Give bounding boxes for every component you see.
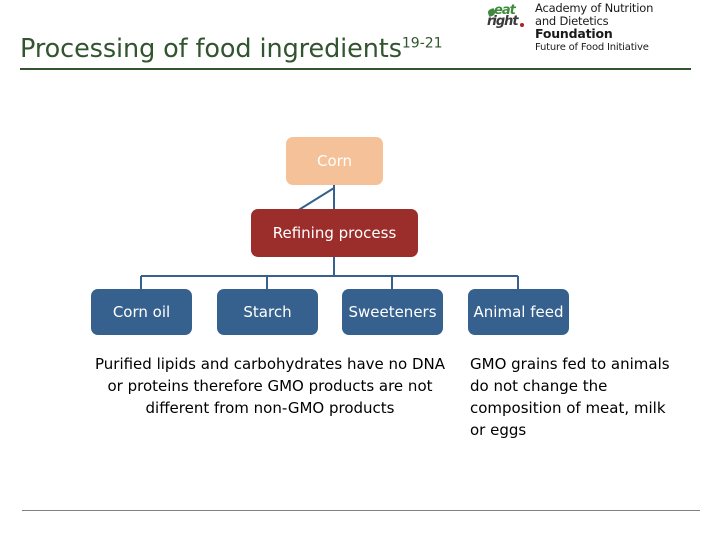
academy-logo-text: Academy of Nutrition and Dietetics Found…	[535, 2, 653, 54]
footer-divider-rule	[22, 510, 700, 511]
slide-header: Processing of food ingredients19-21 eat …	[0, 0, 720, 78]
logo-line-2: and Dietetics	[535, 13, 609, 28]
node-starch[interactable]: Starch	[217, 289, 318, 335]
node-sweeteners-label: Sweeteners	[348, 303, 437, 321]
node-sweeteners[interactable]: Sweeteners	[342, 289, 443, 335]
connector-diagonal-stub	[296, 187, 335, 212]
body-text-left: Purified lipids and carbohydrates have n…	[94, 355, 446, 417]
eat-right-logo-icon: eat right	[487, 4, 529, 34]
logo-line-3: Foundation	[535, 26, 613, 42]
title-underline-rule	[20, 68, 691, 70]
node-corn-oil[interactable]: Corn oil	[91, 289, 192, 335]
node-corn[interactable]: Corn	[286, 137, 383, 185]
page-title: Processing of food ingredients19-21	[20, 34, 443, 64]
logo-dot-icon	[520, 23, 524, 27]
node-refining-process-label: Refining process	[272, 224, 397, 242]
logo-right-text: right	[487, 14, 519, 29]
logo-eat-text: eat	[494, 3, 516, 18]
page-title-text: Processing of food ingredients	[20, 34, 402, 64]
node-starch-label: Starch	[243, 303, 292, 321]
page-title-superscript: 19-21	[401, 35, 443, 52]
node-animal-feed-label: Animal feed	[473, 303, 564, 321]
node-animal-feed[interactable]: Animal feed	[468, 289, 569, 335]
logo-line-1: Academy of Nutrition	[535, 1, 654, 15]
academy-logo: eat right Academy of Nutrition and Diete…	[487, 2, 707, 54]
node-refining-process[interactable]: Refining process	[251, 209, 418, 257]
logo-line-4: Future of Food Initiative	[535, 42, 649, 54]
node-corn-oil-label: Corn oil	[112, 303, 171, 321]
node-corn-label: Corn	[316, 152, 353, 170]
body-text-right: GMO grains fed to animals do not change …	[470, 355, 670, 439]
